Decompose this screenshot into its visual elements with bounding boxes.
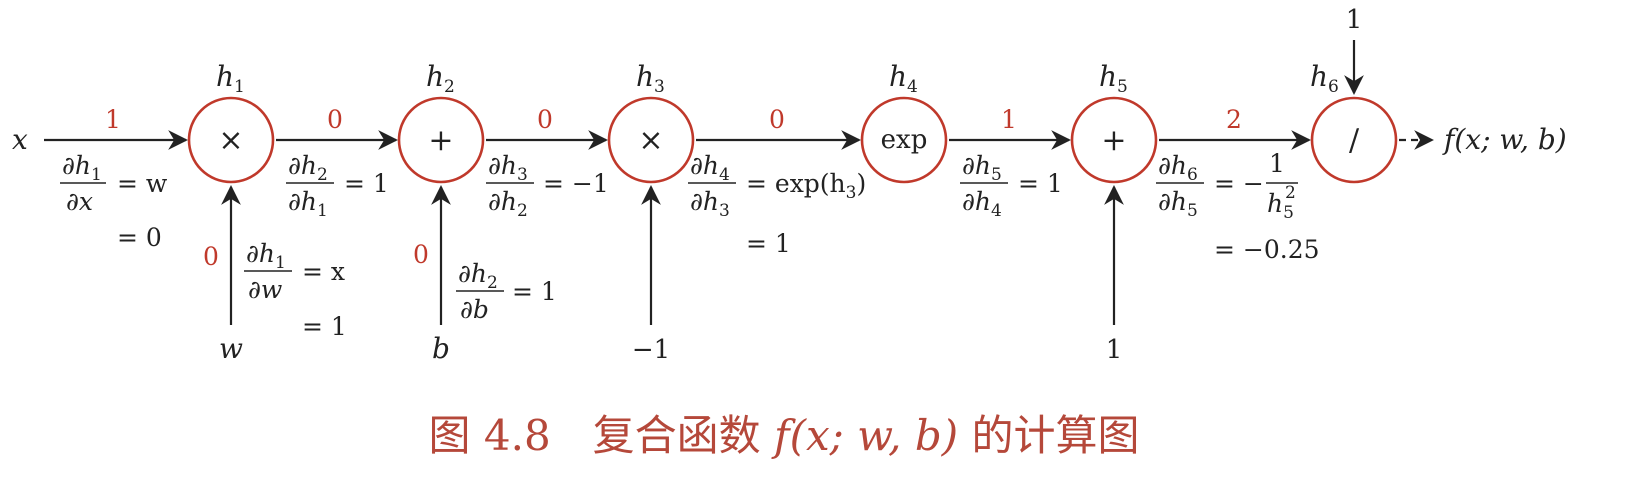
svg-text:= 1: = 1 [1018,169,1063,198]
input-1-h5: 1 [1106,335,1123,365]
node-h3-op: × [638,123,663,158]
svg-text:= 1: = 1 [512,277,557,306]
input-w: w [219,332,243,365]
svg-text:1: 1 [1269,149,1285,178]
figure-caption: 图 4.8 复合函数 f(x; w, b) 的计算图 [429,411,1140,460]
grad-h3: 0 [769,105,785,134]
svg-text:= 1: = 1 [344,169,389,198]
grad-b: 0 [413,240,429,269]
deriv-h6-h5: ∂h6 ∂h5 = − 1 h52 = −0.25 [1156,149,1320,264]
node-h6: / h6 [1310,60,1398,184]
svg-text:= 1: = 1 [302,312,347,341]
svg-text:∂h2: ∂h2 [488,187,528,221]
deriv-h5-h4: ∂h5 ∂h4 = 1 [960,151,1063,221]
node-h2: + h2 [397,60,485,184]
node-h5: + h5 [1070,60,1158,184]
node-h3-label: h3 [636,60,665,97]
svg-text:∂x: ∂x [66,187,93,216]
grad-x: 1 [105,105,121,134]
grad-h4: 1 [1001,105,1017,134]
svg-text:= −: = − [1214,169,1264,198]
svg-text:∂h4: ∂h4 [690,151,730,185]
svg-text:∂h1: ∂h1 [62,151,102,185]
deriv-h4-h3: ∂h4 ∂h3 = exp(h3) = 1 [688,151,866,258]
svg-text:= −0.25: = −0.25 [1214,235,1320,264]
node-h1-label: h1 [216,60,245,97]
svg-text:∂w: ∂w [248,275,282,304]
svg-text:∂h3: ∂h3 [690,187,730,221]
svg-text:∂h4: ∂h4 [962,187,1002,221]
grad-h1: 0 [327,105,343,134]
svg-text:= x: = x [302,257,345,286]
output-label: f(x; w, b) [1442,123,1567,156]
node-h1: × h1 [187,60,275,184]
svg-text:∂h1: ∂h1 [246,239,286,273]
input-1-h6: 1 [1346,5,1363,35]
svg-text:= w: = w [117,169,168,198]
svg-text:= exp(h3): = exp(h3) [746,169,866,203]
deriv-h1-w: ∂h1 ∂w = x = 1 [244,239,347,341]
svg-text:∂h1: ∂h1 [288,187,328,221]
deriv-h2-h1: ∂h2 ∂h1 = 1 [286,151,389,221]
node-h4-label: h4 [889,60,918,97]
node-h6-label: h6 [1310,60,1339,97]
node-h1-op: × [218,123,243,158]
node-h3: × h3 [607,60,695,184]
svg-text:= 1: = 1 [746,229,791,258]
input-neg1: −1 [632,335,670,365]
svg-text:∂h3: ∂h3 [488,151,528,185]
deriv-h2-b: ∂h2 ∂b = 1 [456,259,557,324]
grad-h5: 2 [1226,105,1242,134]
svg-text:∂h2: ∂h2 [458,259,498,293]
svg-text:= −1: = −1 [543,169,609,198]
node-h2-op: + [428,123,453,158]
node-h5-label: h5 [1099,60,1128,97]
input-x: x [12,123,28,156]
node-h2-label: h2 [426,60,455,97]
deriv-h3-h2: ∂h3 ∂h2 = −1 [486,151,609,221]
grad-w: 0 [203,242,219,271]
node-h4: exp h4 [860,60,948,184]
svg-text:= 0: = 0 [117,223,162,252]
svg-text:∂h2: ∂h2 [288,151,328,185]
node-h4-op: exp [881,125,928,155]
svg-text:∂h6: ∂h6 [1158,151,1198,185]
node-h5-op: + [1101,123,1126,158]
input-b: b [432,332,450,365]
node-h6-op: / [1349,123,1360,158]
deriv-h1-x: ∂h1 ∂x = w = 0 [60,151,168,252]
grad-h2: 0 [537,105,553,134]
svg-text:h52: h52 [1267,183,1296,223]
svg-text:∂h5: ∂h5 [962,151,1002,185]
svg-text:∂h5: ∂h5 [1158,187,1198,221]
svg-text:∂b: ∂b [460,295,489,324]
